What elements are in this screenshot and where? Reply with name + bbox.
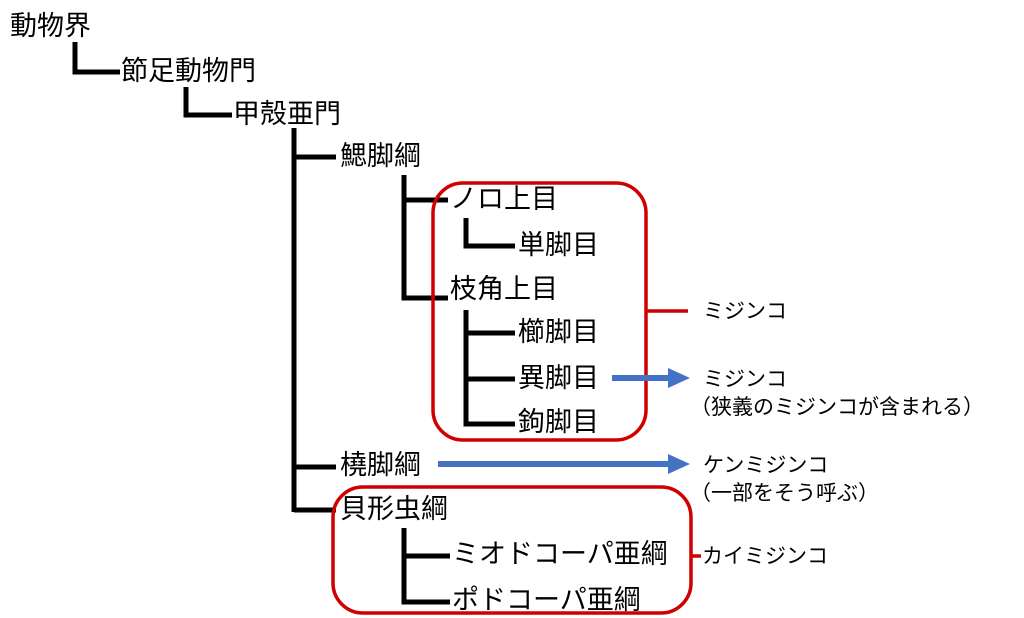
note-daphnia-narrow-detail: （狭義のミジンコが含まれる） <box>690 395 984 419</box>
highlight-layer <box>331 181 701 615</box>
arrow-head-anomopoda <box>668 368 690 388</box>
node-ctenopoda: 櫛脚目 <box>518 317 599 348</box>
connector-diplostraca-haplopoda <box>463 218 515 249</box>
connector-ostracoda-children <box>401 528 450 605</box>
connector-cladocera-children <box>463 310 515 427</box>
note-daphnia-narrow: ミジンコ <box>703 367 787 391</box>
node-diplostraca: ノロ上目 <box>450 184 558 215</box>
connector-animalia-arthropoda <box>72 42 120 75</box>
note-daphnia-group: ミジンコ <box>703 299 787 323</box>
node-animalia: 動物界 <box>10 11 91 42</box>
node-branchiopoda: 鰓脚綱 <box>340 141 421 172</box>
note-ostracod: カイミジンコ <box>702 544 828 568</box>
node-cladocera: 枝角上目 <box>450 274 558 305</box>
note-copepod: ケンミジンコ <box>703 453 829 477</box>
node-ostracoda: 貝形虫綱 <box>340 494 448 525</box>
node-copepoda: 橈脚綱 <box>340 450 421 481</box>
tree-connectors <box>72 42 515 605</box>
arrow-layer <box>438 368 690 474</box>
note-copepod-detail: （一部をそう呼ぶ） <box>690 481 879 505</box>
connector-arthropoda-crustacea <box>183 87 232 118</box>
node-crustacea: 甲殻亜門 <box>233 99 341 130</box>
node-anomopoda: 異脚目 <box>518 363 599 394</box>
node-haplopoda: 単脚目 <box>518 230 599 261</box>
node-myodocopa: ミオドコーパ亜綱 <box>452 539 668 570</box>
highlight-box-ostracoda <box>331 485 693 615</box>
arrow-head-copepoda <box>668 454 690 474</box>
node-arthropoda: 節足動物門 <box>121 56 256 87</box>
node-onychopoda: 鉤脚目 <box>518 407 599 438</box>
node-podocopa: ポドコーパ亜綱 <box>452 585 641 616</box>
